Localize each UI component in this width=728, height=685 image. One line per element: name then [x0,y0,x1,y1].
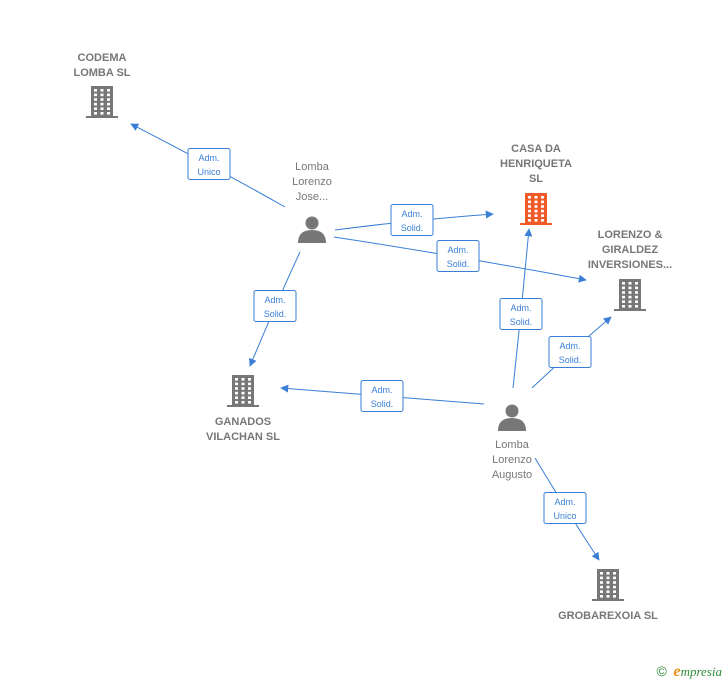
node-label: Lomba [495,439,530,451]
node-label: GROBAREXOIA SL [558,610,658,622]
edge-label-text: Solid. [447,259,470,269]
edge-jose-to-lorenzo_giraldez: Adm. Solid. [333,236,587,283]
person-icon [298,216,326,243]
node-codema[interactable]: CODEMA LOMBA SL [73,52,131,118]
edge-label-text: Unico [553,511,576,521]
edge-label-text: Adm. [554,497,575,507]
node-label: GIRALDEZ [602,244,659,256]
edge-label-box[interactable] [499,298,543,330]
edges-layer: Adm.UnicoAdm.Solid.Adm.Solid.Adm.Solid.A… [130,123,612,561]
edge-label-text: Adm. [371,385,392,395]
node-casa[interactable]: CASA DA HENRIQUETA SL [500,143,572,225]
building-icon [614,279,646,311]
copyright-footer: © empresia [657,663,722,681]
edge-label-text: Adm. [510,303,531,313]
building-icon [520,193,552,225]
building-icon [86,86,118,118]
edge-label-box[interactable] [390,204,434,236]
building-icon [592,569,624,601]
node-label: LOMBA SL [73,67,130,79]
node-label: Lorenzo [492,454,532,466]
edge-augusto-to-ganados: Adm. Solid. [280,380,485,412]
edge-label-text: Adm. [198,153,219,163]
node-label: LORENZO & [598,229,663,241]
node-label: GANADOS [215,416,271,428]
node-label: Augusto [492,469,532,481]
edge-label-box[interactable] [187,148,231,180]
edge-label-text: Adm. [264,295,285,305]
node-label: Lomba [295,161,330,173]
edge-label-text: Adm. [447,245,468,255]
edge-jose-to-casa: Adm. Solid. [334,204,494,236]
edge-label-box[interactable] [253,290,297,322]
building-icon [227,375,259,407]
edge-jose-to-codema: Adm. Unico [130,123,286,208]
edge-label-box[interactable] [543,492,587,524]
node-label: HENRIQUETA [500,158,572,170]
edge-label-box[interactable] [548,336,592,368]
edge-label-box[interactable] [360,380,404,412]
edge-augusto-to-lorenzo_giraldez: Adm. Solid. [531,316,612,389]
node-label: CODEMA [78,52,127,64]
copyright-symbol: © [656,663,667,679]
edge-label-text: Adm. [401,209,422,219]
person-icon [498,404,526,431]
node-label: Lorenzo [292,176,332,188]
edge-augusto-to-grobarexoia: Adm. Unico [534,457,600,561]
edge-label-text: Solid. [371,399,394,409]
node-jose[interactable]: LombaLorenzoJose... [292,161,332,243]
edge-label-text: Solid. [401,223,424,233]
nodes-layer: CODEMA LOMBA SL CASA DA HENRIQUETA SL LORENZO… [73,52,672,622]
node-lorenzo_giraldez[interactable]: LORENZO & GIRALDEZ INVERSIONES... [588,229,672,311]
node-ganados[interactable]: GANADOS VILACHAN SL [206,375,280,443]
edge-jose-to-ganados: Adm. Solid. [249,251,301,367]
node-grobarexoia[interactable]: GROBAREXOIA SL [558,569,658,622]
edge-label-text: Unico [197,167,220,177]
edge-label-text: Solid. [559,355,582,365]
node-label: Jose... [296,191,328,203]
node-label: VILACHAN SL [206,431,280,443]
node-label: SL [529,173,543,185]
edge-label-text: Adm. [559,341,580,351]
edge-label-text: Solid. [510,317,533,327]
empresia-logo[interactable]: empresia [673,663,722,680]
edge-label-box[interactable] [436,240,480,272]
node-label: CASA DA [511,143,561,155]
edge-label-text: Solid. [264,309,287,319]
edge-augusto-to-casa: Adm. Solid. [499,228,543,389]
node-label: INVERSIONES... [588,259,672,271]
